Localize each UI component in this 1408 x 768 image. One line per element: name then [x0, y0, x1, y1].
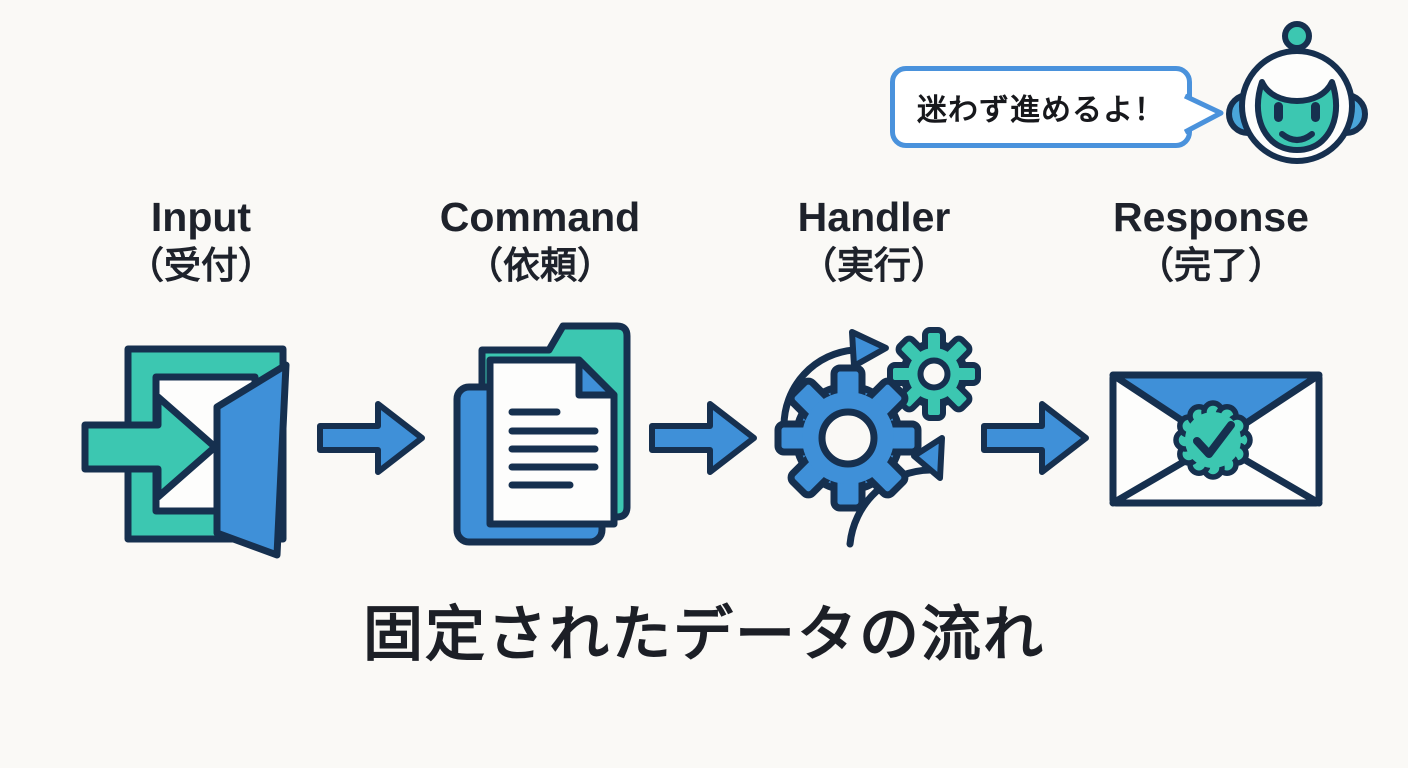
stage-label-response: Response （完了） — [1051, 193, 1371, 290]
flow-arrow-icon — [317, 401, 425, 475]
stage-name: Input — [150, 194, 252, 240]
diagram-caption: 固定されたデータの流れ — [363, 601, 1045, 668]
stage-subtitle: （受付） — [127, 245, 275, 287]
envelope-check-icon — [1109, 371, 1323, 507]
check-seal-icon — [1173, 400, 1253, 480]
stage-name: Handler — [797, 194, 951, 240]
flow-arrow-icon — [981, 401, 1089, 475]
documents-icon — [453, 322, 631, 546]
speech-bubble-tail — [1184, 93, 1224, 135]
speech-bubble: 迷わず進めるよ！ — [890, 66, 1192, 148]
stage-label-input: Input （受付） — [41, 193, 361, 290]
door-entry-icon — [81, 345, 290, 559]
flow-arrow-icon — [649, 401, 757, 475]
gears-process-icon — [774, 327, 981, 548]
stage-name: Response — [1113, 194, 1309, 240]
stage-name: Command — [439, 194, 641, 240]
stage-label-handler: Handler （実行） — [714, 193, 1034, 290]
stage-subtitle: （完了） — [1137, 245, 1285, 287]
stage-subtitle: （依頼） — [466, 245, 614, 287]
robot-mascot-icon — [1226, 21, 1368, 164]
stage-label-command: Command （依頼） — [380, 193, 700, 290]
stage-subtitle: （実行） — [800, 245, 948, 287]
speech-bubble-text: 迷わず進めるよ！ — [917, 94, 1165, 127]
